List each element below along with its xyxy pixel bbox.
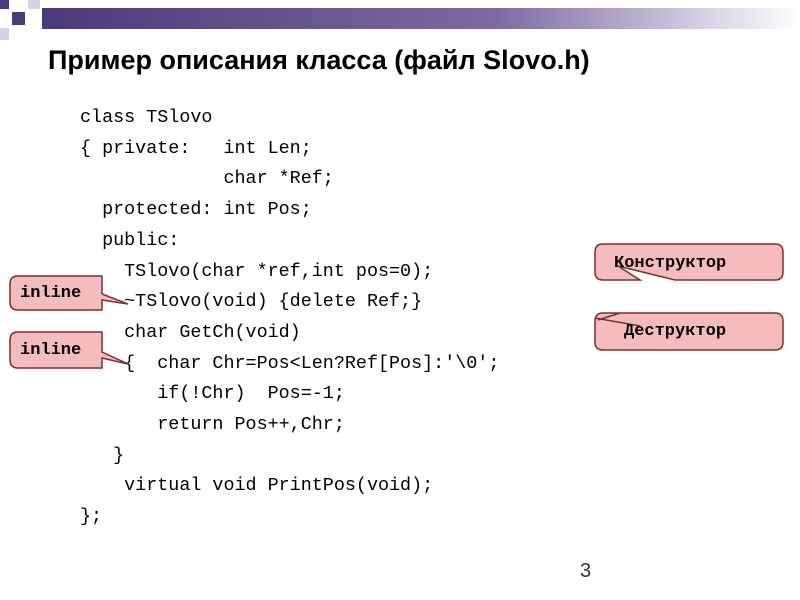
code-line: protected: int Pos; [80,199,312,221]
page-number: 3 [580,560,592,582]
inline-callout-1-shape [9,275,129,311]
code-line: { char Chr=Pos<Len?Ref[Pos]:'\0'; [80,352,500,374]
code-line: } [80,444,125,466]
code-line: char *Ref; [80,168,334,190]
code-block: class TSlovo { private: int Len; char *Re… [80,103,499,533]
destructor-callout-shape [594,312,784,351]
code-line: ~TSlovo(void) {delete Ref;} [80,291,423,313]
constructor-callout-label: Конструктор [614,254,727,273]
code-line: class TSlovo [80,107,213,128]
code-line: { private: int Len; [80,137,312,159]
code-line: TSlovo(char *ref,int pos=0); [80,260,434,282]
destructor-callout-label: Деструктор [624,322,727,341]
constructor-callout-shape [594,243,784,281]
inline-callout-label-1: inline [20,284,82,303]
slide-title: Пример описания класса (файл Slovo.h) [48,45,590,75]
header-decoration [0,0,800,40]
code-line: char GetCh(void) [80,321,301,343]
inline-callout-label-2: inline [20,341,82,360]
inline-callout-2-shape [9,331,129,369]
code-line: virtual void PrintPos(void); [80,475,434,497]
code-line: }; [80,506,103,528]
code-line: return Pos++,Chr; [80,414,345,436]
code-line: if(!Chr) Pos=-1; [80,383,345,405]
code-line: public: [80,229,180,251]
